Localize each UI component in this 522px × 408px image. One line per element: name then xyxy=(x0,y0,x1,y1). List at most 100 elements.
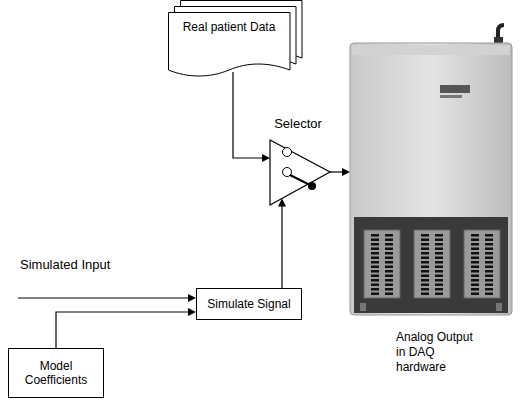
logo-mark xyxy=(440,85,470,93)
document-stack: Real patient Data xyxy=(168,0,304,82)
terminal-pin xyxy=(485,234,493,237)
terminal-pin xyxy=(421,234,429,237)
signal-arrow xyxy=(330,168,350,176)
terminal-pin xyxy=(485,261,493,264)
terminal-pin xyxy=(471,234,479,237)
front-panel xyxy=(354,217,508,313)
terminal-pin xyxy=(371,275,379,278)
node-text: Real patient Data xyxy=(168,20,290,34)
terminal-pin xyxy=(435,252,443,255)
terminal-block xyxy=(364,230,400,298)
terminal-pin xyxy=(485,243,493,246)
terminal-pin xyxy=(421,248,429,251)
leader-line xyxy=(18,297,189,298)
terminal-pin xyxy=(435,234,443,237)
terminal-pin xyxy=(471,270,479,273)
arrowhead xyxy=(188,294,196,302)
terminal-pin xyxy=(471,243,479,246)
node-text: Selector xyxy=(262,116,334,132)
triangle-outline xyxy=(270,140,330,205)
terminal-pin xyxy=(435,293,443,296)
terminal-pin xyxy=(385,257,393,260)
terminal-pin xyxy=(421,270,429,273)
terminal-pin xyxy=(421,261,429,264)
terminal-pin xyxy=(435,270,443,273)
terminal-pin xyxy=(435,243,443,246)
terminal-pin xyxy=(471,266,479,269)
terminal-pin xyxy=(435,248,443,251)
foot xyxy=(496,303,502,311)
terminal-pin xyxy=(371,270,379,273)
terminal-pin xyxy=(435,284,443,287)
arrowhead xyxy=(188,308,196,316)
terminal-pin xyxy=(421,257,429,260)
terminal-pin xyxy=(385,293,393,296)
terminal-pin xyxy=(435,288,443,291)
daq-hardware: Analog Output in DAQ hardware xyxy=(340,25,522,400)
terminal-pin xyxy=(371,248,379,251)
terminal-pin xyxy=(421,293,429,296)
terminal-block xyxy=(414,230,450,298)
foot xyxy=(360,303,366,311)
terminal-pin xyxy=(435,266,443,269)
arrowhead xyxy=(262,154,270,162)
daq-body xyxy=(350,43,512,315)
terminal-pin xyxy=(485,275,493,278)
terminal-pin xyxy=(421,266,429,269)
signal-arrow xyxy=(56,308,196,348)
terminal-pin xyxy=(485,279,493,282)
terminal-pin xyxy=(471,239,479,242)
terminal-pin xyxy=(485,266,493,269)
terminal-pin xyxy=(385,252,393,255)
switch-pivot xyxy=(308,182,316,190)
terminal-pin xyxy=(385,279,393,282)
connector-line xyxy=(56,312,189,348)
terminal-pin xyxy=(485,248,493,251)
process-box: Model Coefficients xyxy=(8,348,104,398)
terminal-pin xyxy=(471,293,479,296)
terminal-pin xyxy=(385,234,393,237)
arrowhead xyxy=(342,168,350,176)
terminal-pin xyxy=(371,293,379,296)
signal-label: Simulated Input xyxy=(20,257,110,272)
terminal-pin xyxy=(471,275,479,278)
process-box: Simulate Signal xyxy=(196,288,302,320)
terminal-pin xyxy=(421,284,429,287)
terminal-pin xyxy=(421,252,429,255)
terminal-pin xyxy=(385,239,393,242)
terminal-pin xyxy=(471,257,479,260)
terminal-pin xyxy=(371,261,379,264)
terminal-pin xyxy=(421,243,429,246)
selector-switch: Selector xyxy=(262,116,334,208)
top-rim xyxy=(352,45,510,55)
terminal-pin xyxy=(371,266,379,269)
terminal-pin xyxy=(471,288,479,291)
terminal-pin xyxy=(471,279,479,282)
node-text: Model Coefficients xyxy=(9,359,103,388)
connector-line xyxy=(281,205,282,288)
terminal-pin xyxy=(485,239,493,242)
terminal-pin xyxy=(485,252,493,255)
signal-arrow xyxy=(233,72,270,162)
terminal-pin xyxy=(485,284,493,287)
signal-arrow xyxy=(278,198,286,288)
logo-mark xyxy=(440,95,462,98)
terminal-pin xyxy=(485,257,493,260)
document-outline xyxy=(168,0,304,82)
terminal-pin xyxy=(435,261,443,264)
page-shape xyxy=(169,13,291,77)
terminal-pin xyxy=(385,261,393,264)
terminal-pin xyxy=(471,261,479,264)
node-text: Simulate Signal xyxy=(203,297,294,311)
terminal-pin xyxy=(435,279,443,282)
terminal-pin xyxy=(421,239,429,242)
terminal-pin xyxy=(371,284,379,287)
terminal-pin xyxy=(371,252,379,255)
terminal-pin xyxy=(435,239,443,242)
connector-line xyxy=(330,171,343,172)
terminal-pin xyxy=(435,257,443,260)
connector-line xyxy=(233,72,263,158)
terminal-pin xyxy=(485,293,493,296)
terminal-pin xyxy=(421,279,429,282)
terminal-pin xyxy=(385,288,393,291)
